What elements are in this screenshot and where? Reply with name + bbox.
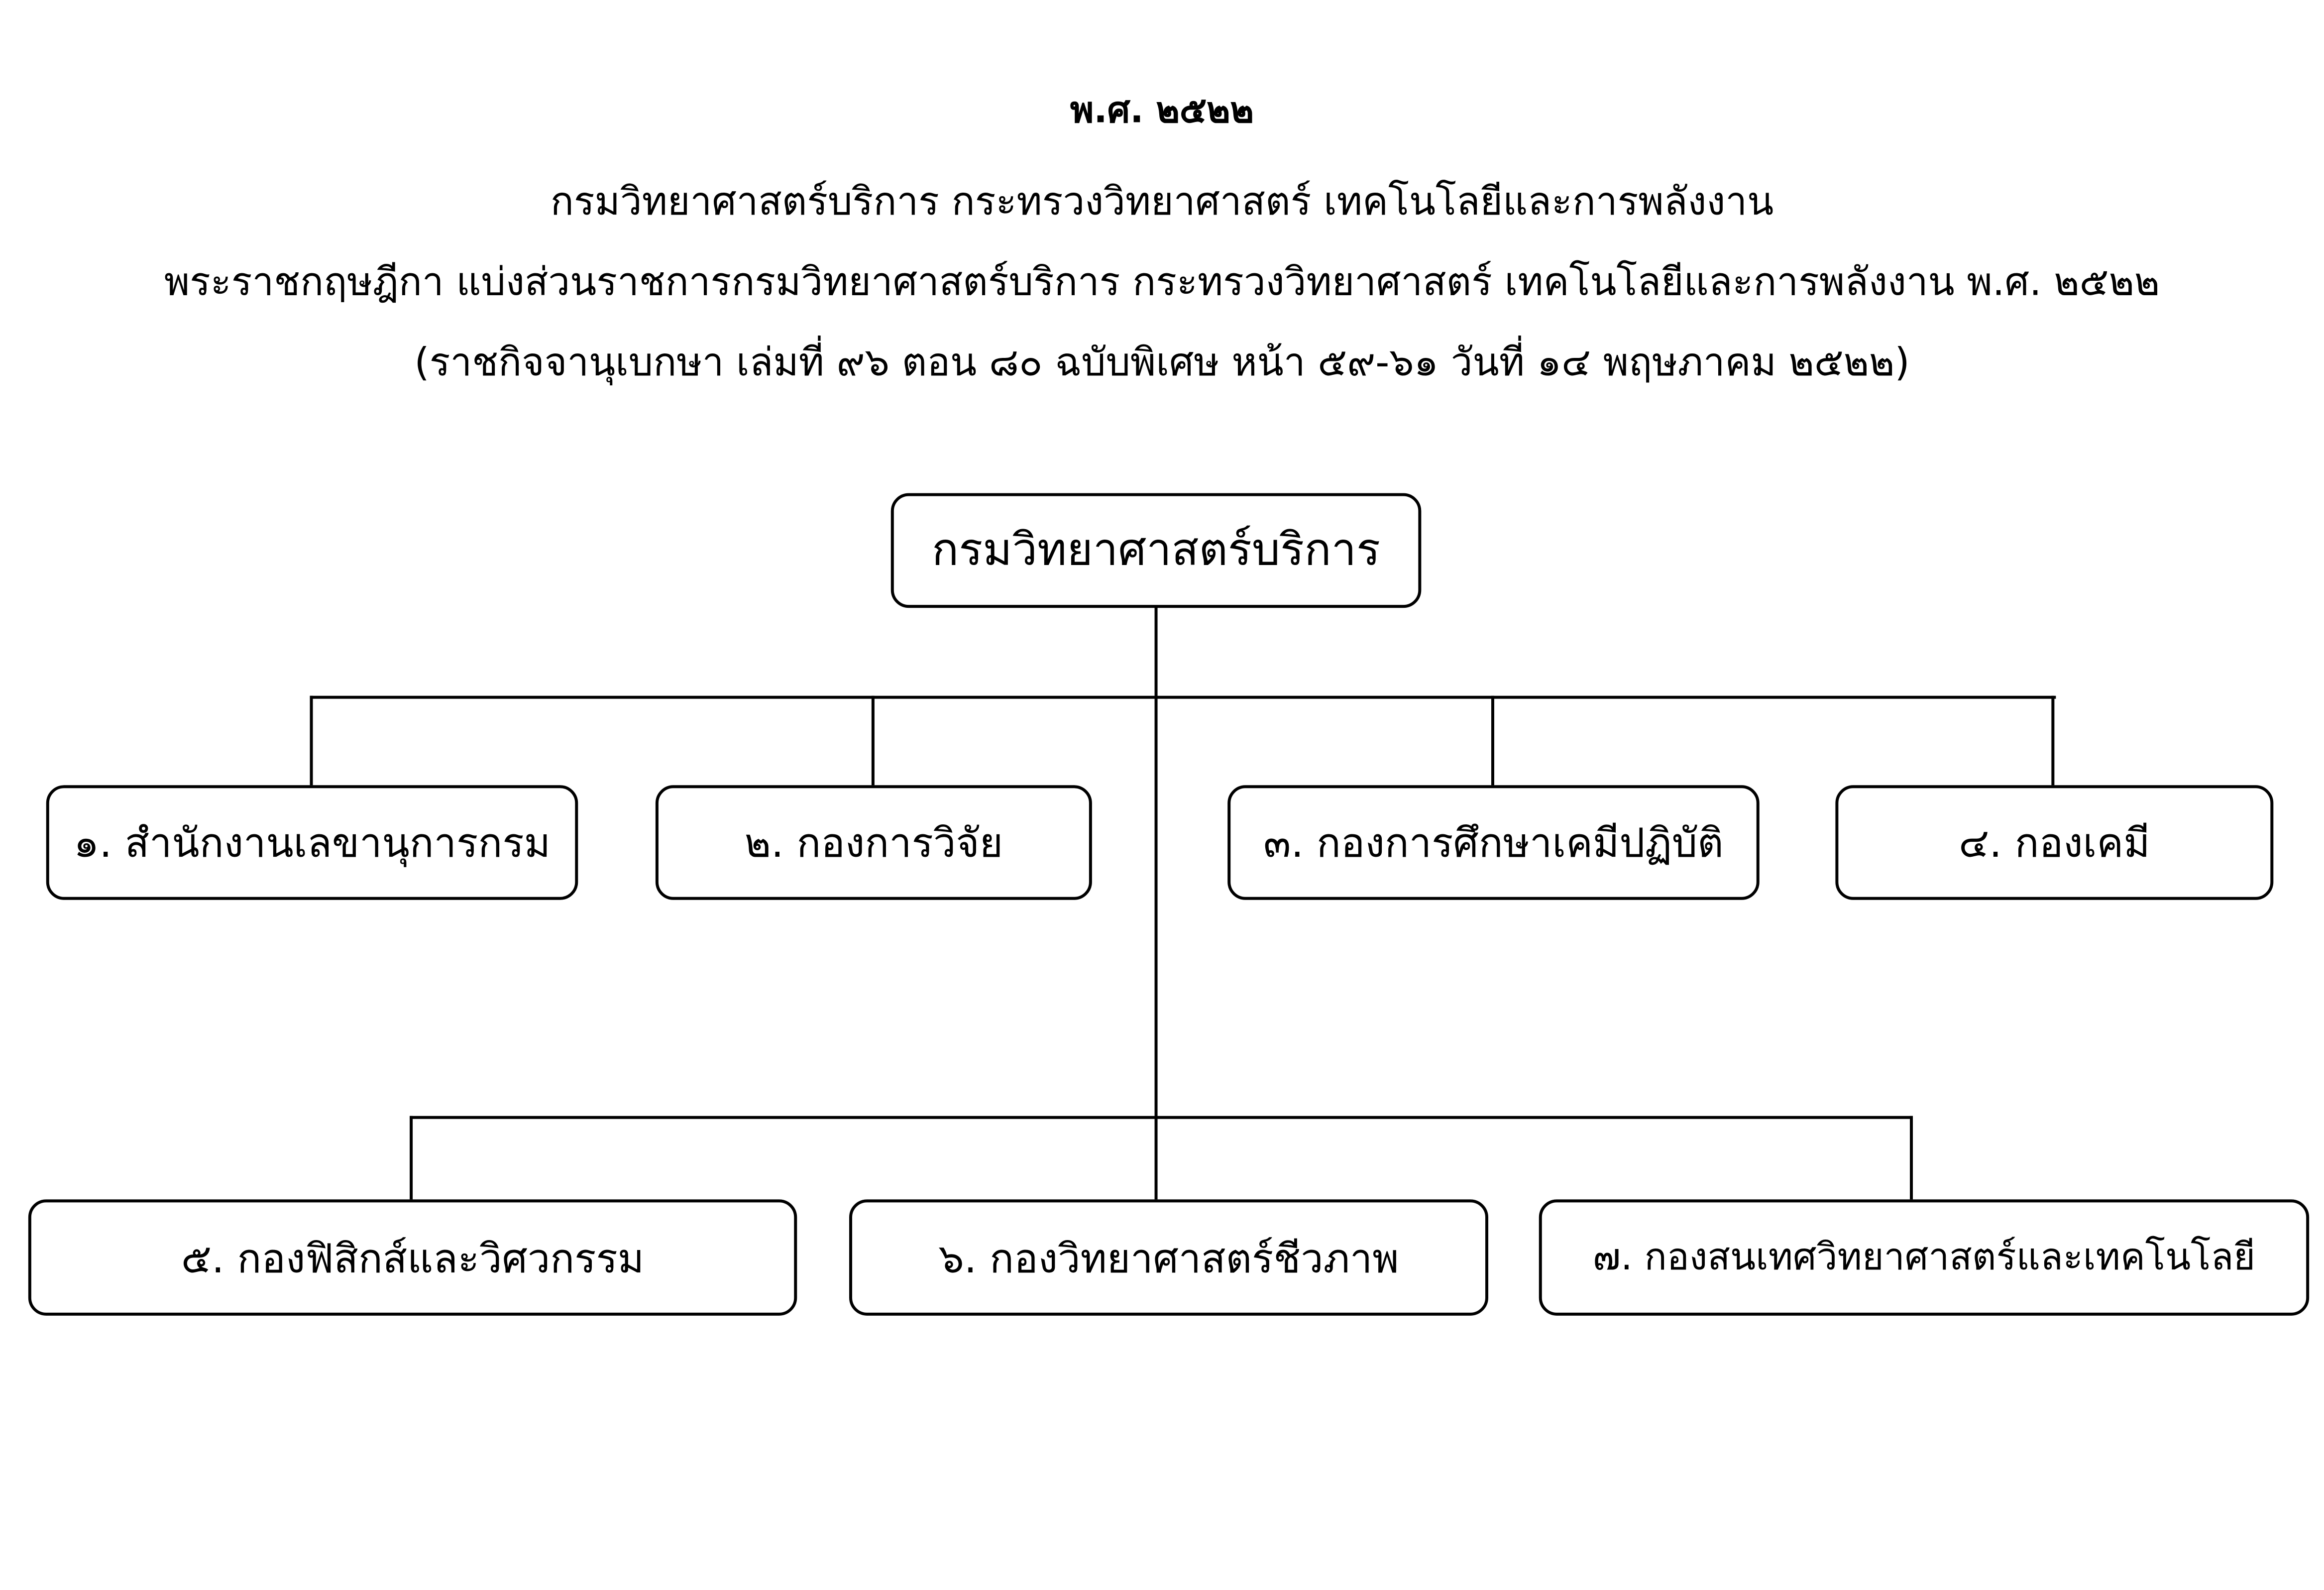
- connector-main-vertical: [1154, 606, 1158, 1200]
- year-heading: พ.ศ. ๒๕๒๒: [1070, 89, 1254, 131]
- connector-drop-3: [1491, 695, 1494, 786]
- org-node-unit-2: ๒. กองการวิจัย: [655, 785, 1092, 900]
- connector-drop-2: [871, 695, 875, 786]
- org-node-unit-3: ๓. กองการศึกษาเคมีปฏิบัติ: [1227, 785, 1760, 900]
- connector-drop-7: [1910, 1116, 1913, 1200]
- org-node-unit-1: ๑. สำนักงานเลขานุการกรม: [46, 785, 578, 900]
- org-node-unit-4: ๔. กองเคมี: [1835, 785, 2274, 900]
- org-node-unit-5: ๕. กองฟิสิกส์และวิศวกรรม: [28, 1199, 797, 1316]
- connector-drop-5: [410, 1116, 413, 1200]
- org-node-unit-6: ๖. กองวิทยาศาสตร์ชีวภาพ: [849, 1199, 1489, 1316]
- org-node-root: กรมวิทยาศาสตร์บริการ: [890, 493, 1422, 608]
- connector-row2-horizontal: [410, 1116, 1913, 1119]
- connector-drop-4: [2051, 695, 2055, 786]
- connector-drop-1: [310, 695, 313, 786]
- decree-title: พระราชกฤษฎีกา แบ่งส่วนราชการกรมวิทยาศาสต…: [164, 260, 2160, 306]
- connector-row1-horizontal: [310, 695, 2056, 699]
- org-node-unit-7: ๗. กองสนเทศวิทยาศาสตร์และเทคโนโลยี: [1539, 1199, 2310, 1316]
- department-title: กรมวิทยาศาสตร์บริการ กระทรวงวิทยาศาสตร์ …: [550, 180, 1774, 225]
- gazette-reference: (ราชกิจจานุเบกษา เล่มที่ ๙๖ ตอน ๘๐ ฉบับพ…: [414, 341, 1910, 386]
